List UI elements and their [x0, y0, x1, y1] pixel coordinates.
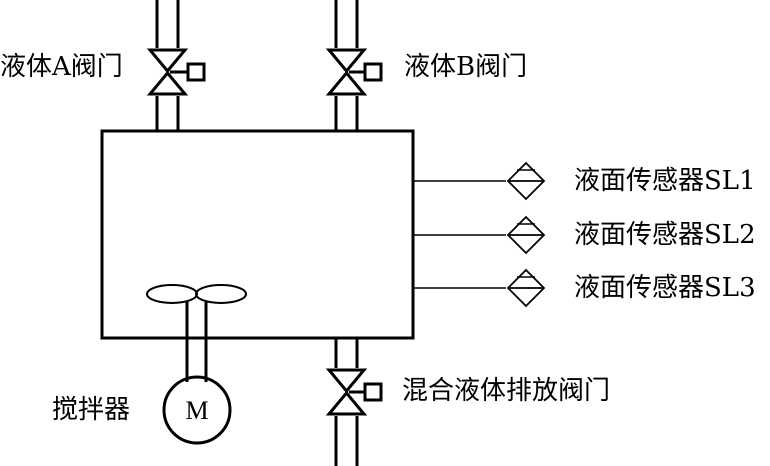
sensor-sl2-label: 液面传感器SL2: [574, 220, 756, 250]
drain-valve-symbol: [325, 368, 383, 416]
agitator-shaft: [185, 302, 208, 382]
sensor-sl3-label: 液面传感器SL3: [574, 273, 756, 303]
agitator-motor: [162, 375, 232, 445]
drain-valve-label: 混合液体排放阀门: [402, 376, 611, 406]
valve-a-label: 液体A阀门: [0, 52, 123, 82]
sensor-sl2-symbol: [413, 215, 546, 255]
valve-b-symbol: [325, 48, 383, 96]
agitator-blades: [146, 284, 247, 304]
sensor-sl1-symbol: [413, 161, 546, 201]
sensor-sl3-symbol: [413, 268, 546, 308]
agitator-label: 搅拌器: [52, 395, 131, 425]
valve-a-symbol: [146, 48, 206, 96]
motor-letter: M: [185, 396, 208, 425]
mixing-tank: [100, 129, 415, 340]
inlet-pipe-a: [155, 0, 180, 131]
inlet-pipe-b: [334, 0, 359, 131]
sensor-sl1-label: 液面传感器SL1: [574, 166, 756, 196]
outlet-pipe: [334, 338, 359, 466]
valve-b-label: 液体B阀门: [404, 52, 528, 82]
